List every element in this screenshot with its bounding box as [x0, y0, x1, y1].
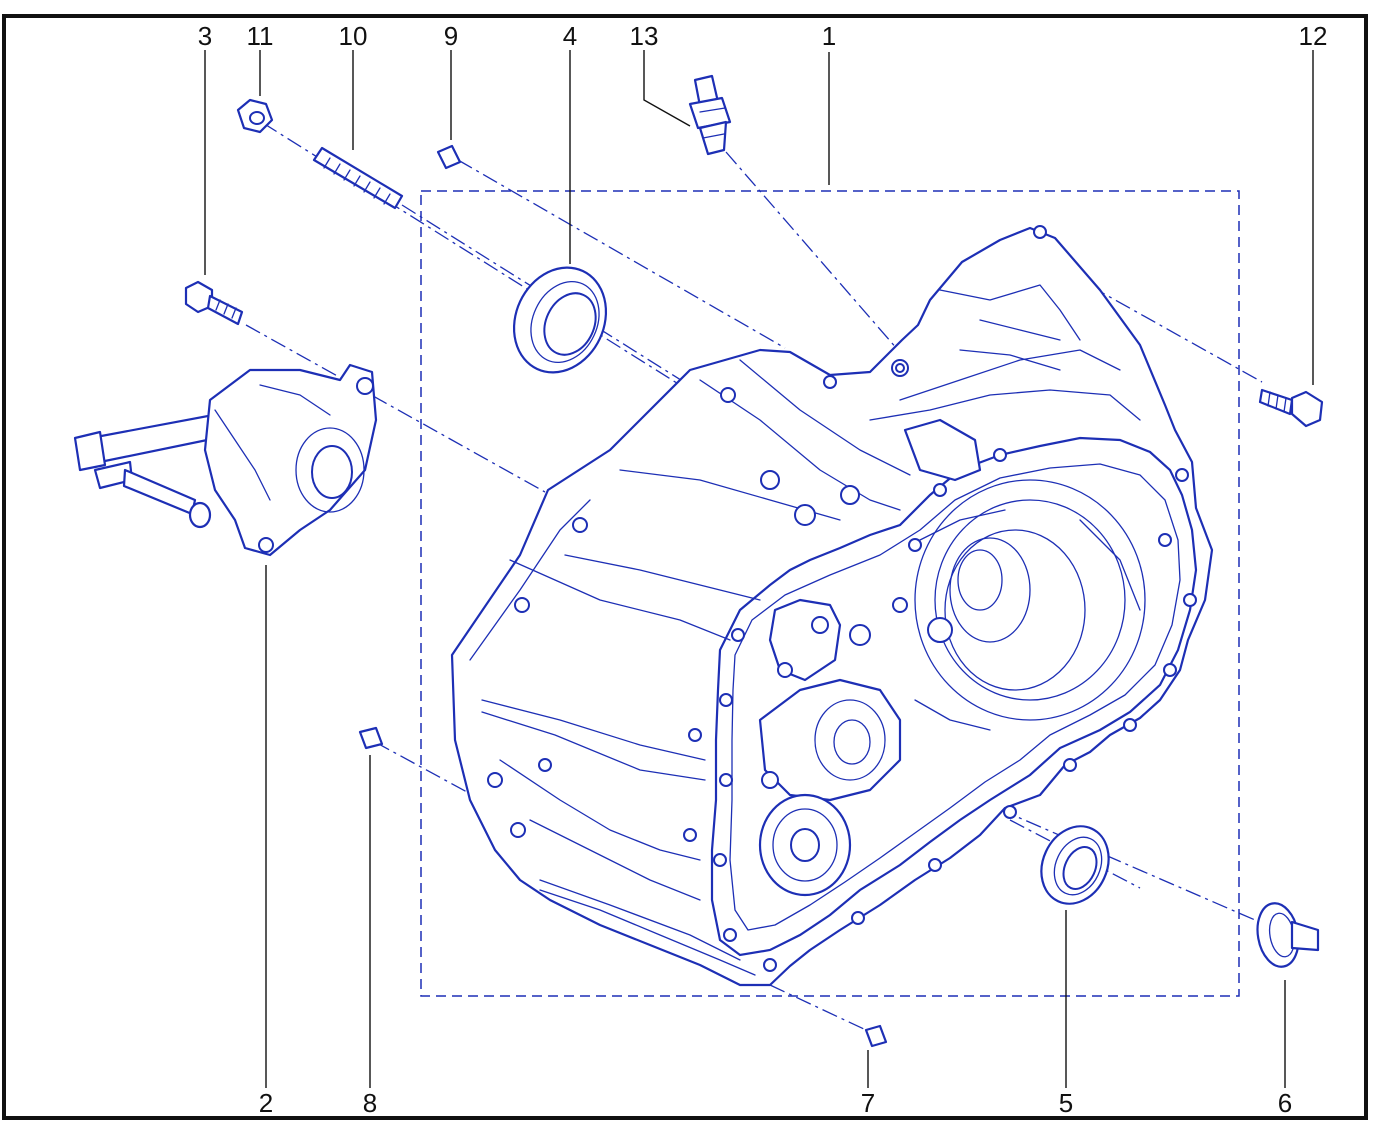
- callout-6: 6: [1278, 1088, 1292, 1118]
- callout-1: 1: [822, 21, 836, 51]
- callout-5: 5: [1059, 1088, 1073, 1118]
- assembly-axis-lines: [245, 122, 1263, 1031]
- dowel-pin-bottom: [864, 1024, 888, 1048]
- callout-7: 7: [861, 1088, 875, 1118]
- transmission-housing: [450, 225, 1214, 987]
- shaft-seal-small: [1040, 825, 1110, 905]
- mounting-bolt-left: [184, 280, 244, 326]
- callout-numbers: 1 2 3 4 5 6 7 8 9 10 11 12 13: [198, 21, 1328, 1118]
- drain-plug: [1256, 902, 1320, 968]
- dowel-pin-left: [358, 726, 384, 750]
- callout-2: 2: [259, 1088, 273, 1118]
- callout-11: 11: [247, 21, 274, 51]
- callout-10: 10: [339, 21, 368, 51]
- callout-4: 4: [563, 21, 577, 51]
- mounting-bolt-right: [1258, 388, 1324, 428]
- shaft-seal-large: [512, 266, 608, 374]
- callout-13: 13: [630, 21, 659, 51]
- callout-12: 12: [1299, 21, 1328, 51]
- stud-bolt: [312, 146, 404, 210]
- callout-9: 9: [444, 21, 458, 51]
- dowel-pin-top: [436, 144, 462, 170]
- callout-3: 3: [198, 21, 212, 51]
- clutch-slave-cylinder: [73, 363, 378, 557]
- outer-frame: [2, 14, 1368, 1120]
- callout-8: 8: [363, 1088, 377, 1118]
- flange-nut: [236, 98, 274, 134]
- sensor-switch: [688, 74, 732, 156]
- leader-lines: [204, 50, 1314, 1088]
- leader-13: [643, 50, 691, 127]
- assembly-boundary-box: [420, 190, 1240, 997]
